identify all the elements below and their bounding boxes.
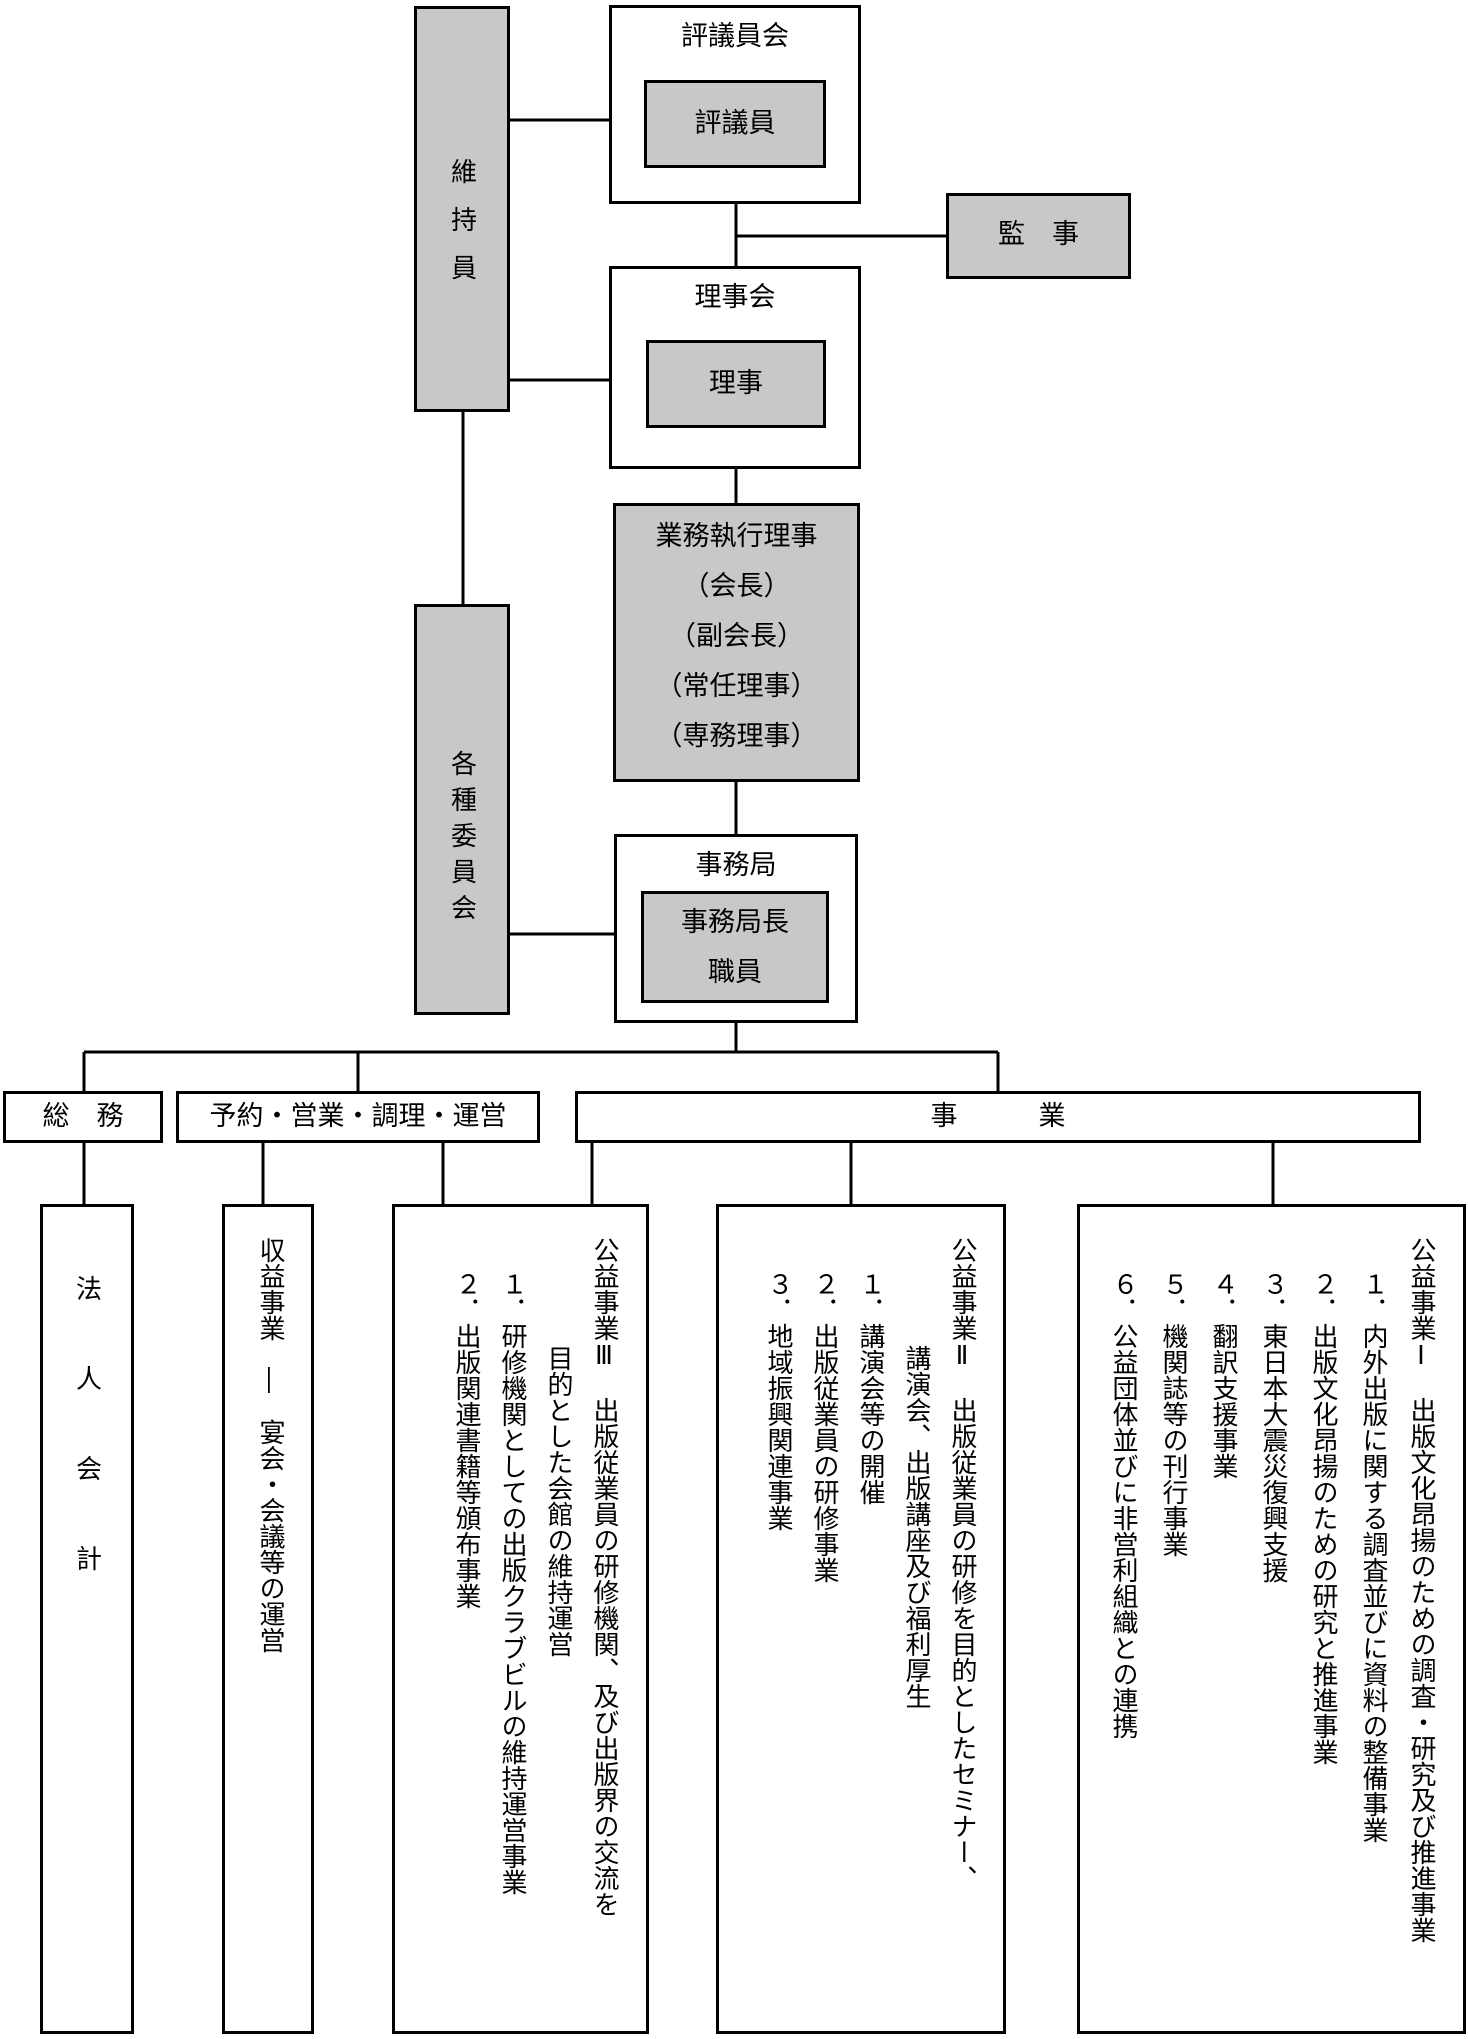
secretariat-line-2: 職員 (708, 957, 762, 988)
public2-title: 公益事業Ⅱ 出版従業員の研修を目的としたセミナー、 (947, 1237, 977, 1891)
board-title: 理事会 (694, 282, 776, 313)
division-business-label: 事 業 (930, 1101, 1066, 1132)
council-member-box: 評議員 (644, 80, 826, 168)
revenue-box: 収益事業 ― 宴会・会議等の運営 (222, 1204, 314, 2034)
executives-line-3: （副会長） (669, 621, 804, 652)
division-business: 事 業 (575, 1091, 1421, 1143)
executives-box: 業務執行理事 （会長） （副会長） （常任理事） （専務理事） (613, 503, 860, 782)
public3-title: 公益事業Ⅲ 出版従業員の研修機関、及び出版界の交流を (589, 1237, 619, 1917)
committees-box: 各種委員会 (414, 604, 510, 1015)
auditor-box: 監 事 (946, 193, 1131, 279)
public1-title: 公益事業Ⅰ 出版文化昂揚のための調査・研究及び推進事業 (1406, 1237, 1436, 1943)
public3-subtitle: 目的とした会館の維持運営 (543, 1345, 573, 1657)
council-title: 評議員会 (681, 21, 789, 52)
division-operations-label: 予約・営業・調理・運営 (209, 1101, 507, 1132)
board-member-label: 理事 (709, 368, 763, 399)
public1-item-1: １．内外出版に関する調査並びに資料の整備事業 (1358, 1271, 1388, 1843)
executives-line-4: （常任理事） (655, 671, 818, 702)
board-member-box: 理事 (646, 340, 826, 428)
public1-item-5: ５．機関誌等の刊行事業 (1158, 1271, 1188, 1557)
supporters-label: 維持員 (450, 158, 477, 284)
public3-item-2: ２．出版関連書籍等頒布事業 (451, 1271, 481, 1609)
public3-box: 公益事業Ⅲ 出版従業員の研修機関、及び出版界の交流を 目的とした会館の維持運営 … (392, 1204, 649, 2034)
public3-item-1: １．研修機関としての出版クラブビルの維持運営事業 (497, 1271, 527, 1895)
auditor-label: 監 事 (998, 219, 1079, 250)
secretariat-box: 事務局 事務局長 職員 (614, 834, 858, 1023)
council-member-label: 評議員 (694, 108, 776, 139)
executives-line-2: （会長） (682, 571, 791, 602)
secretariat-title: 事務局 (695, 850, 777, 881)
public1-item-6: ６．公益団体並びに非営利組織との連携 (1108, 1271, 1138, 1739)
executives-line-5: （専務理事） (655, 721, 818, 752)
public2-item-2: ２．出版従業員の研修事業 (809, 1271, 839, 1583)
council-box: 評議員会 評議員 (609, 5, 861, 204)
division-general: 総 務 (3, 1091, 163, 1143)
secretariat-line-1: 事務局長 (681, 907, 789, 938)
public2-item-3: ３．地域振興関連事業 (763, 1271, 793, 1531)
public1-item-4: ４．翻訳支援事業 (1208, 1271, 1238, 1479)
public2-box: 公益事業Ⅱ 出版従業員の研修を目的としたセミナー、 講演会、出版講座及び福利厚生… (716, 1204, 1006, 2034)
committees-label: 各種委員会 (450, 750, 477, 924)
supporters-box: 維持員 (414, 6, 510, 412)
division-general-label: 総 務 (42, 1101, 124, 1132)
accounting-box: 法人会計 (40, 1204, 134, 2034)
accounting-label: 法人会計 (75, 1275, 102, 1575)
public1-box: 公益事業Ⅰ 出版文化昂揚のための調査・研究及び推進事業 １．内外出版に関する調査… (1077, 1204, 1466, 2034)
revenue-label: 収益事業 ― 宴会・会議等の運営 (255, 1237, 285, 1653)
executives-line-1: 業務執行理事 (655, 521, 818, 552)
public2-subtitle: 講演会、出版講座及び福利厚生 (901, 1345, 931, 1709)
board-box: 理事会 理事 (609, 266, 861, 469)
division-operations: 予約・営業・調理・運営 (176, 1091, 540, 1143)
public2-item-1: １．講演会等の開催 (855, 1271, 885, 1505)
public1-item-2: ２．出版文化昂揚のための研究と推進事業 (1308, 1271, 1338, 1765)
secretariat-staff-box: 事務局長 職員 (641, 891, 829, 1003)
public1-item-3: ３．東日本大震災復興支援 (1258, 1271, 1288, 1583)
